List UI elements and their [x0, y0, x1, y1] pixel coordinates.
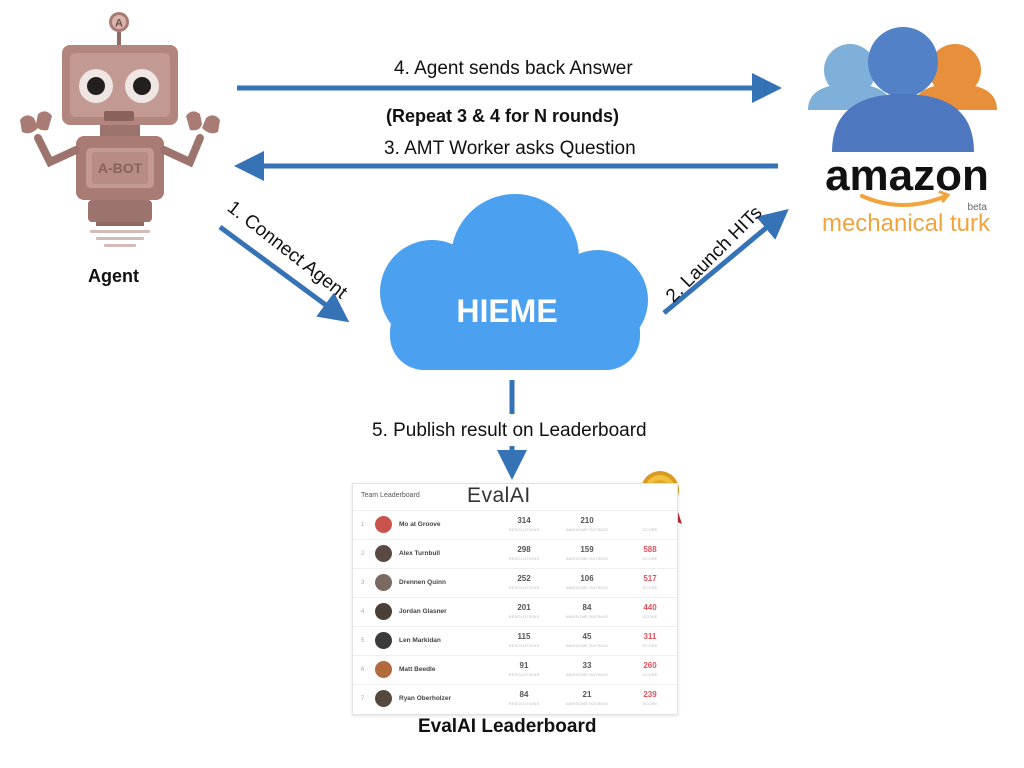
team-name: Len Markidan	[399, 637, 441, 644]
avatar	[375, 603, 392, 620]
resolutions-value: 201	[517, 603, 531, 612]
score-caption: SCORE	[642, 585, 658, 590]
rank-cell: 4	[361, 609, 365, 615]
cloud-icon	[380, 194, 648, 370]
cloud-label: HIEME	[456, 293, 557, 329]
amazon-beta-tag: beta	[968, 202, 988, 213]
resolutions-caption: RESOLUTIONS	[508, 701, 540, 706]
resolutions-caption: RESOLUTIONS	[508, 527, 540, 532]
robot-icon	[20, 12, 220, 247]
score-value: 440	[643, 603, 657, 612]
resolutions-value: 314	[517, 516, 531, 525]
ratings-value: 210	[580, 516, 594, 525]
rank-cell: 3	[361, 580, 365, 586]
leaderboard-title: Team Leaderboard	[361, 492, 420, 499]
avatar	[375, 516, 392, 533]
ratings-value: 21	[582, 690, 592, 699]
score-caption: SCORE	[642, 643, 658, 648]
team-name: Drennen Quinn	[399, 579, 446, 586]
resolutions-value: 252	[517, 574, 531, 583]
score-value: 239	[643, 690, 657, 699]
resolutions-caption: RESOLUTIONS	[508, 643, 540, 648]
score-caption: SCORE	[642, 556, 658, 561]
team-name: Ryan Oberholzer	[399, 695, 452, 702]
ratings-value: 106	[580, 574, 594, 583]
avatar	[375, 661, 392, 678]
ratings-caption: AWESOME RATINGS	[565, 556, 609, 561]
ratings-value: 84	[582, 603, 592, 612]
leaderboard-caption: EvalAI Leaderboard	[418, 716, 597, 737]
arrow-connect-agent	[218, 224, 350, 323]
score-caption: SCORE	[642, 672, 658, 677]
ratings-caption: AWESOME RATINGS	[565, 701, 609, 706]
resolutions-value: 115	[517, 632, 531, 641]
team-name: Matt Beedle	[399, 666, 436, 673]
rank-cell: 5	[361, 638, 365, 644]
avatar	[375, 574, 392, 591]
people-icon	[808, 27, 997, 152]
amazon-wordmark: amazon	[825, 151, 989, 200]
score-value: 311	[643, 632, 657, 641]
rank-cell: 6	[361, 667, 365, 673]
resolutions-caption: RESOLUTIONS	[508, 585, 540, 590]
amazon-product-name: mechanical turk	[822, 210, 991, 237]
step3-label: 3. AMT Worker asks Question	[384, 138, 636, 159]
score-caption: SCORE	[642, 701, 658, 706]
amazon-smile-icon	[860, 194, 948, 207]
avatar	[375, 632, 392, 649]
score-value: 517	[643, 574, 657, 583]
resolutions-caption: RESOLUTIONS	[508, 672, 540, 677]
avatar	[375, 545, 392, 562]
rank-cell: 7	[361, 696, 365, 702]
score-caption: SCORE	[642, 614, 658, 619]
score-caption: SCORE	[642, 527, 658, 532]
team-name: Jordan Glasner	[399, 608, 447, 615]
ratings-caption: AWESOME RATINGS	[565, 672, 609, 677]
resolutions-value: 91	[519, 661, 529, 670]
arrow-launch-hits	[662, 209, 789, 315]
score-value: 588	[643, 545, 657, 554]
team-name: Mo at Groove	[399, 521, 441, 528]
ratings-caption: AWESOME RATINGS	[565, 585, 609, 590]
avatar	[375, 690, 392, 707]
ratings-value: 33	[582, 661, 592, 670]
ratings-caption: AWESOME RATINGS	[565, 527, 609, 532]
step5-label: 5. Publish result on Leaderboard	[372, 420, 647, 441]
resolutions-caption: RESOLUTIONS	[508, 556, 540, 561]
agent-label: Agent	[88, 266, 139, 286]
resolutions-caption: RESOLUTIONS	[508, 614, 540, 619]
resolutions-value: 84	[519, 690, 529, 699]
ratings-value: 45	[582, 632, 592, 641]
resolutions-value: 298	[517, 545, 531, 554]
team-name: Alex Turnbull	[399, 550, 441, 557]
ratings-value: 159	[580, 545, 594, 554]
rank-cell: 1	[361, 522, 365, 528]
ratings-caption: AWESOME RATINGS	[565, 614, 609, 619]
repeat-note: (Repeat 3 & 4 for N rounds)	[386, 106, 620, 126]
robot-badge: A-BOT	[98, 160, 143, 176]
amazon-smile-arrow-icon	[938, 190, 951, 203]
ratings-caption: AWESOME RATINGS	[565, 643, 609, 648]
step4-label: 4. Agent sends back Answer	[394, 58, 633, 79]
evalai-logo: EvalAI	[467, 484, 531, 507]
leaderboard-card: Team Leaderboard EvalAI 1 Mo at Groove 314…	[352, 483, 678, 715]
score-value: 260	[643, 661, 657, 670]
robot-antenna-letter: A	[115, 18, 123, 30]
rank-cell: 2	[361, 551, 365, 557]
